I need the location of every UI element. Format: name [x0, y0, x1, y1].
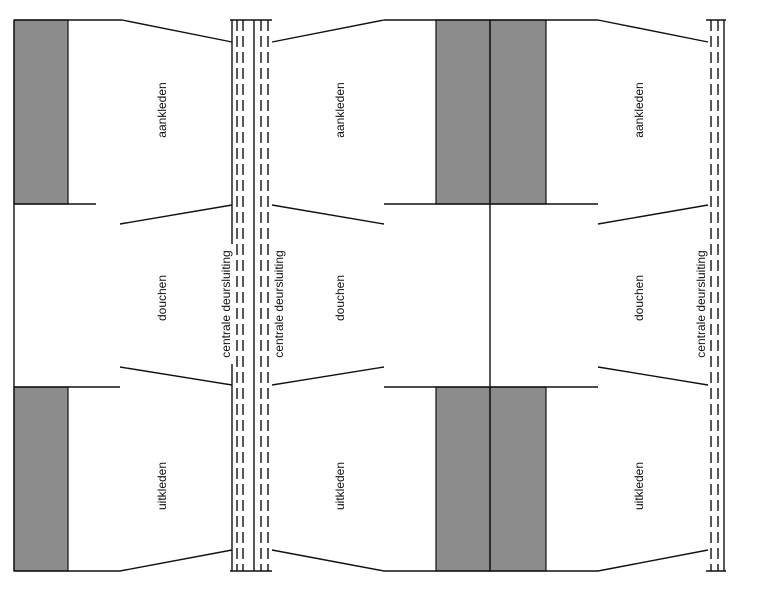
label-undress-middle: uitkleden: [333, 462, 347, 510]
label-shower-middle: douchen: [333, 275, 347, 321]
label-dress-middle: aankleden: [333, 82, 347, 137]
bench-right-bottom: [489, 386, 547, 572]
benches: [13, 19, 547, 572]
bench-mid-bottom: [435, 386, 491, 572]
central-lock-lines: [236, 20, 719, 571]
label-shower-left: douchen: [155, 275, 169, 321]
bench-left-top: [13, 19, 69, 205]
bench-left-bottom: [13, 386, 69, 572]
label-undress-right: uitkleden: [632, 462, 646, 510]
walls: [13, 19, 725, 572]
room-labels: aankleden aankleden aankleden douchen do…: [155, 82, 709, 510]
label-dress-right: aankleden: [632, 82, 646, 137]
bench-right-top: [489, 19, 547, 205]
label-central-lock-2: centrale deursluiting: [272, 250, 286, 357]
label-central-lock-1: centrale deursluiting: [219, 250, 233, 357]
label-shower-right: douchen: [632, 275, 646, 321]
label-undress-left: uitkleden: [155, 462, 169, 510]
label-dress-left: aankleden: [155, 82, 169, 137]
label-central-lock-3: centrale deursluiting: [694, 250, 708, 357]
bench-mid-top: [435, 19, 491, 205]
